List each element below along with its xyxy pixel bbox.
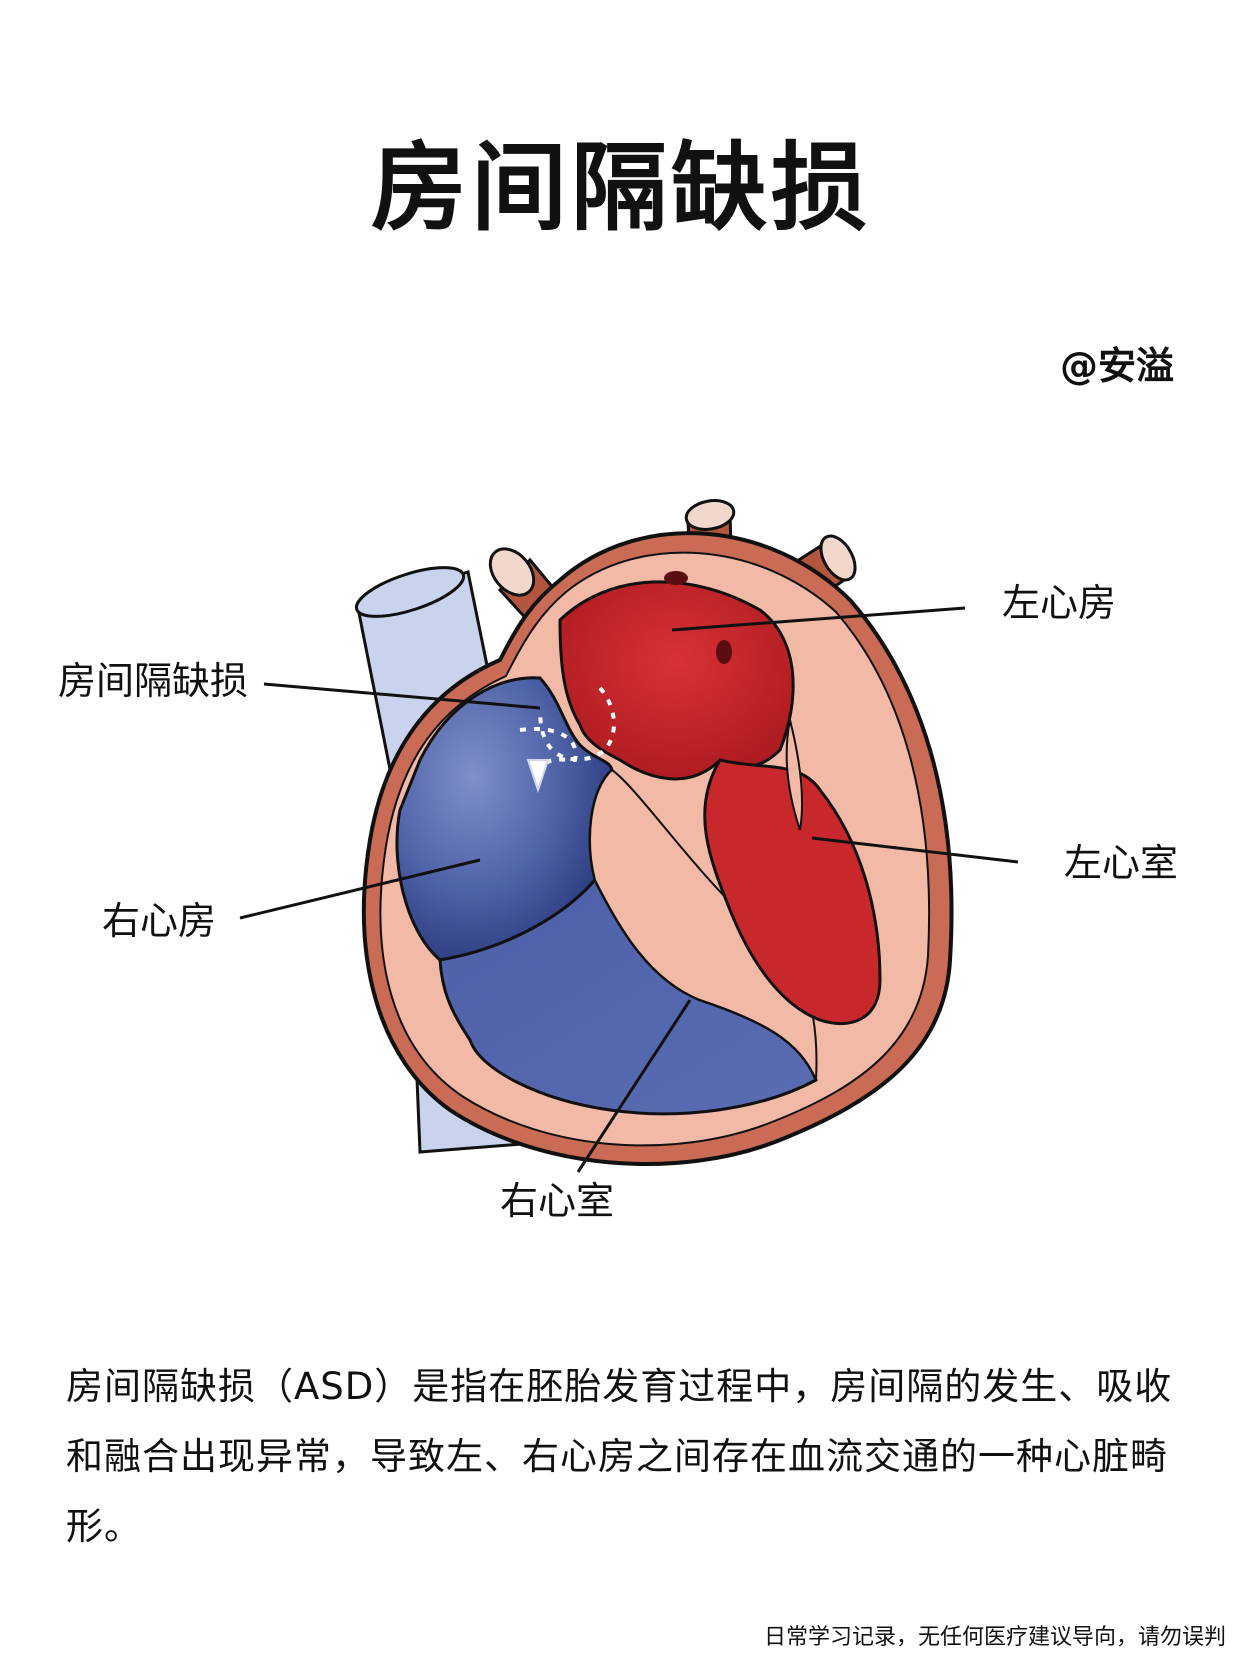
label-right-ventricle: 右心室 [500,1178,614,1224]
page-title: 房间隔缺损 [0,128,1242,248]
label-right-atrium: 右心房 [102,898,216,944]
label-left-ventricle: 左心室 [1064,840,1178,886]
description-text: 房间隔缺损（ASD）是指在胚胎发育过程中，房间隔的发生、吸收和融合出现异常，导致… [66,1352,1196,1562]
label-left-atrium: 左心房 [1002,580,1116,626]
pulmonary-vein-ostium-2 [716,640,732,664]
pulmonary-vein-ostium-1 [664,571,688,585]
label-atrial-septal-defect: 房间隔缺损 [58,658,248,704]
disclaimer-text: 日常学习记录，无任何医疗建议导向，请勿误判 [764,1622,1226,1654]
author-credit: @安溢 [1060,335,1174,390]
heart-diagram: 房间隔缺损 左心房 左心室 右心房 右心室 [0,460,1242,1320]
